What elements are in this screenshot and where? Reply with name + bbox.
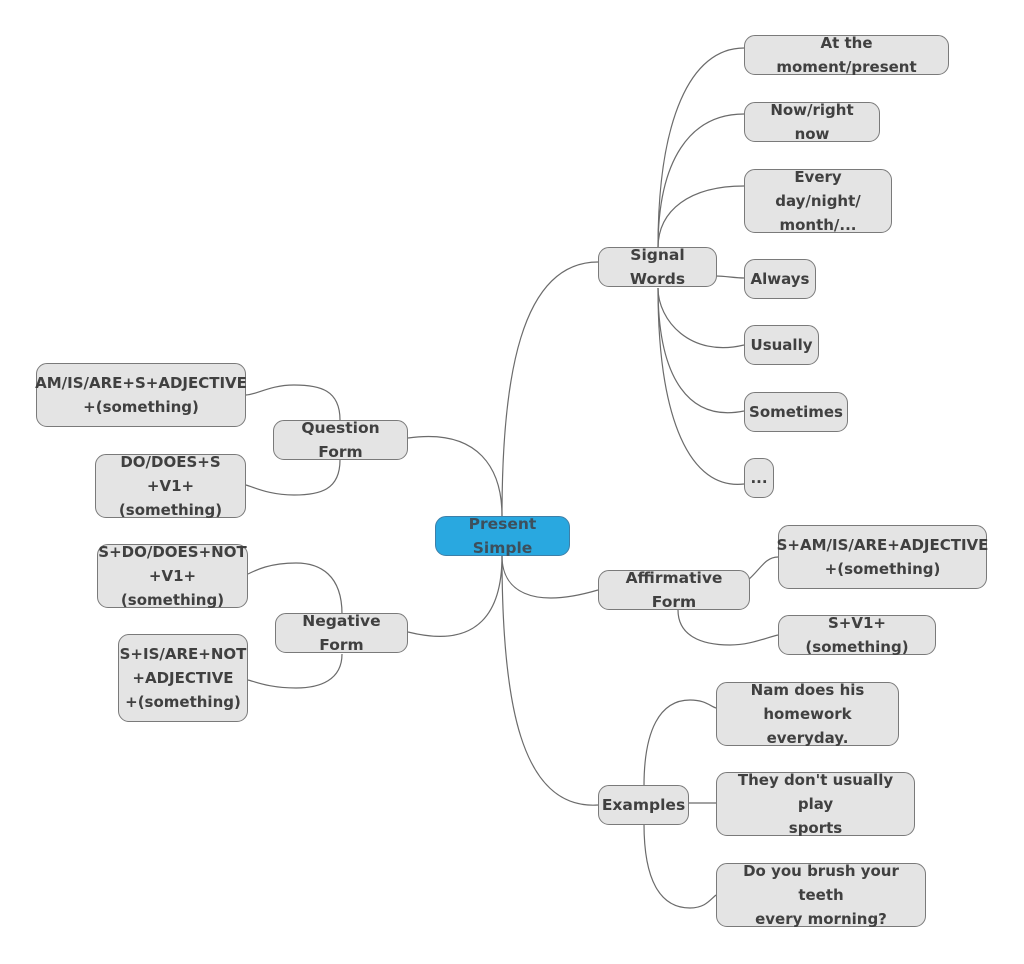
branch-signal-words[interactable]: Signal Words xyxy=(598,246,717,288)
link-question-1 xyxy=(245,459,341,496)
example-nam-homework[interactable]: Nam does his homework everyday. xyxy=(716,681,899,747)
branch-examples[interactable]: Examples xyxy=(598,785,689,825)
link-signal-3 xyxy=(715,275,745,279)
link-signal-1 xyxy=(657,113,745,249)
signal-word-every-day[interactable]: Every day/night/ month/... xyxy=(744,168,892,234)
negative-form-verb[interactable]: S+DO/DOES+NOT +V1+(something) xyxy=(97,543,248,609)
signal-word-ellipsis[interactable]: ... xyxy=(744,458,774,498)
question-form-verb[interactable]: DO/DOES+S +V1+(something) xyxy=(95,453,246,519)
link-signal-4 xyxy=(657,287,745,349)
link-root-negative-form xyxy=(407,555,503,637)
link-root-signal-words xyxy=(501,261,599,517)
branch-negative-form[interactable]: Negative Form xyxy=(275,612,408,654)
branch-question-form[interactable]: Question Form xyxy=(273,419,408,461)
signal-word-usually[interactable]: Usually xyxy=(744,325,819,365)
link-signal-0 xyxy=(657,47,745,249)
link-root-question-form xyxy=(407,435,503,517)
link-root-affirmative-form xyxy=(501,555,599,599)
signal-word-now[interactable]: Now/right now xyxy=(744,101,880,143)
example-they-sports[interactable]: They don't usually play sports xyxy=(716,771,915,837)
question-form-adjective[interactable]: AM/IS/ARE+S+ADJECTIVE +(something) xyxy=(35,363,247,427)
affirmative-form-adjective[interactable]: S+AM/IS/ARE+ADJECTIVE +(something) xyxy=(777,525,988,589)
link-root-examples xyxy=(501,555,599,806)
link-signal-2 xyxy=(657,185,745,249)
link-example-2 xyxy=(643,823,717,909)
link-affirm-0 xyxy=(747,556,779,581)
link-negative-1 xyxy=(247,653,343,689)
link-signal-5 xyxy=(657,287,745,414)
root-node-present-simple[interactable]: Present Simple xyxy=(435,515,570,557)
link-question-0 xyxy=(245,384,341,421)
link-example-0 xyxy=(643,699,717,787)
link-affirm-1 xyxy=(677,609,779,646)
signal-word-sometimes[interactable]: Sometimes xyxy=(744,392,848,432)
branch-affirmative-form[interactable]: Affirmative Form xyxy=(598,569,750,611)
example-brush-teeth[interactable]: Do you brush your teeth every morning? xyxy=(716,862,926,928)
signal-word-always[interactable]: Always xyxy=(744,259,816,299)
signal-word-at-the-moment[interactable]: At the moment/present xyxy=(744,34,949,76)
link-signal-6 xyxy=(657,287,745,485)
affirmative-form-verb[interactable]: S+V1+(something) xyxy=(778,614,936,656)
link-negative-0 xyxy=(247,562,343,615)
negative-form-adjective[interactable]: S+IS/ARE+NOT +ADJECTIVE +(something) xyxy=(118,634,248,722)
